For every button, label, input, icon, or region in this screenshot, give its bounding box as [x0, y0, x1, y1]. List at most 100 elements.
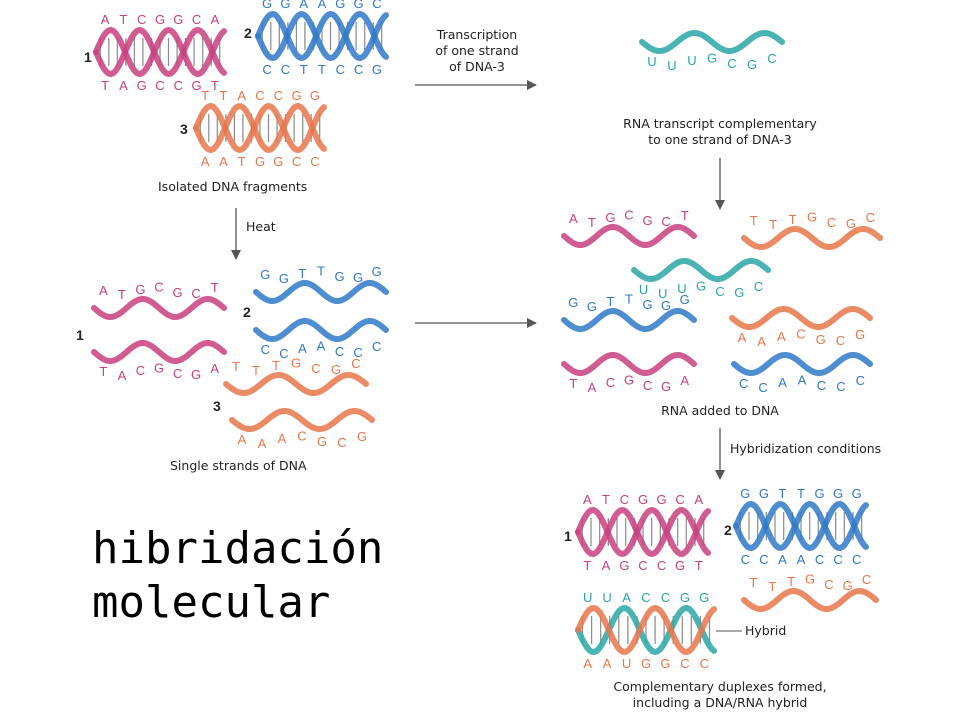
strand-2-bottom-base: C — [353, 345, 362, 360]
strand-1-top-base: G — [173, 285, 183, 300]
mix-blue-top-base: G — [568, 295, 578, 310]
dna-1-helix-bottom-base: T — [211, 78, 219, 93]
mix-rna-base: U — [639, 282, 648, 297]
mix-orange-bottom-base: C — [836, 333, 845, 348]
strand-2-top-backbone — [253, 280, 389, 304]
dna-3-helix-top-base: T — [201, 88, 209, 103]
mix-pink-bottom-base: G — [661, 379, 671, 394]
strand-3-bottom-base: A — [258, 436, 267, 451]
dna-2-helix-bottom-base: T — [318, 62, 326, 77]
duplex-2-helix-top-base: T — [778, 486, 786, 501]
duplex-1-helix-top-base: C — [675, 492, 684, 507]
duplex-2-helix-bottom-base: A — [797, 552, 806, 567]
duplex-2-helix-bottom-base: C — [741, 552, 750, 567]
strand-3-bottom-base: A — [278, 431, 287, 446]
strand-1-bottom-backbone — [91, 340, 227, 364]
strand-1-bottom-base: T — [99, 364, 107, 379]
duplex-2-helix-top-base: T — [797, 486, 805, 501]
duplex-2-helix-top-base: G — [815, 486, 825, 501]
strand-3-top-base: T — [232, 359, 240, 374]
strand-2-bottom-base: A — [298, 341, 307, 356]
mix-orange-bottom-base: G — [855, 327, 865, 342]
leftover-orange-strand-base: T — [768, 579, 776, 594]
strand-1-bottom-base: A — [210, 361, 219, 376]
dna-1-helix-backbone-a — [93, 26, 227, 78]
mix-pink-top-base: A — [569, 211, 578, 226]
mix-rna-base: G — [734, 285, 744, 300]
caption-transcription-1: Transcription — [436, 27, 517, 42]
hybrid-helix-top-base: G — [699, 590, 709, 605]
caption-isolated: Isolated DNA fragments — [158, 179, 307, 194]
mix-pink-top-base: C — [624, 207, 633, 222]
mix-pink-bottom-backbone — [561, 352, 697, 376]
dna-1-helix-top-base: A — [211, 12, 220, 27]
strand-number-1: 1 — [76, 327, 84, 343]
mix-orange-top-base: T — [769, 217, 777, 232]
mix-rna-base: C — [715, 284, 724, 299]
mix-pink-top-base: T — [681, 208, 689, 223]
dna-2-helix-top-base: A — [299, 0, 308, 11]
caption-hybrid: Hybrid — [745, 623, 786, 638]
strand-number-3: 3 — [213, 398, 221, 414]
strand-3-bottom-base: G — [357, 429, 367, 444]
hybrid-helix-bottom-base: C — [680, 656, 689, 671]
strand-1-bottom-base: C — [136, 363, 145, 378]
caption-transcription-2: of one strand — [435, 43, 518, 58]
hybrid-helix-bottom-base: A — [583, 656, 592, 671]
duplex-1-helix-top-base: G — [657, 492, 667, 507]
mix-pink-top-base: G — [643, 213, 653, 228]
mix-orange-bottom-backbone — [729, 306, 873, 330]
dna-1-helix-top-base: C — [192, 12, 201, 27]
mix-orange-bottom-base: A — [738, 330, 747, 345]
mix-blue-bottom-base: C — [856, 373, 865, 388]
hybrid-helix-backbone-b — [575, 604, 717, 656]
duplex-2-helix-top-base: G — [833, 486, 843, 501]
hybrid-helix-bottom-base: G — [641, 656, 651, 671]
caption-rna-complementary-2: to one strand of DNA-3 — [648, 132, 792, 147]
dna-2-helix-bottom-base: T — [300, 62, 308, 77]
mix-blue-bottom-base: C — [758, 380, 767, 395]
strand-2-bottom-base: C — [261, 342, 270, 357]
hybrid-helix-top-base: A — [622, 590, 631, 605]
slide-title: hibridación molecular — [92, 523, 384, 628]
rna-transcript-base: U — [647, 54, 656, 69]
duplex-1-helix-bottom-base: T — [695, 558, 703, 573]
strand-3-top-base: G — [331, 362, 341, 377]
dna-3-helix-bottom-base: G — [255, 154, 265, 169]
dna-1-helix-top-base: T — [119, 12, 127, 27]
mix-rna-base: U — [677, 281, 686, 296]
duplex-2-helix-bottom-base: A — [778, 552, 787, 567]
rna-transcript-backbone — [639, 30, 785, 54]
mix-rna-base: G — [696, 278, 706, 293]
mix-pink-bottom-base: G — [624, 372, 634, 387]
dna-3-helix-top-base: C — [274, 88, 283, 103]
strand-1-top-base: C — [154, 279, 163, 294]
dna-1-helix-bottom-base: G — [192, 78, 202, 93]
leftover-orange-strand-base: T — [787, 574, 795, 589]
strand-2-top-base: G — [260, 267, 270, 282]
dna-3-helix-top-base: G — [310, 88, 320, 103]
mix-pink-bottom-base: A — [588, 380, 597, 395]
dna-3-helix-bottom-base: C — [292, 154, 301, 169]
strand-3-top-base: T — [252, 363, 260, 378]
duplex-2-helix-top-base: G — [759, 486, 769, 501]
dna-2-helix-top-base: G — [335, 0, 345, 11]
duplex-2-helix-bottom-base: C — [759, 552, 768, 567]
rna-transcript-base: U — [687, 53, 696, 68]
dna-3-helix-top-base: A — [237, 88, 246, 103]
strand-2-top-base: G — [279, 271, 289, 286]
dna-1-helix-top-base: C — [137, 12, 146, 27]
mix-pink-top-base: T — [588, 215, 596, 230]
mix-blue-top-base: T — [625, 291, 633, 306]
duplex-1-helix-bottom-base: G — [675, 558, 685, 573]
strand-3-top-base: G — [291, 355, 301, 370]
mix-blue-bottom-base: C — [836, 379, 845, 394]
strand-2-top-base: G — [372, 264, 382, 279]
mix-orange-top-base: T — [750, 213, 758, 228]
mix-blue-top-base: G — [643, 297, 653, 312]
dna-3-helix-bottom-base: G — [273, 154, 283, 169]
fragment-number-2: 2 — [244, 25, 252, 41]
caption-heat: Heat — [246, 219, 276, 234]
hybrid-helix-top-base: G — [680, 590, 690, 605]
